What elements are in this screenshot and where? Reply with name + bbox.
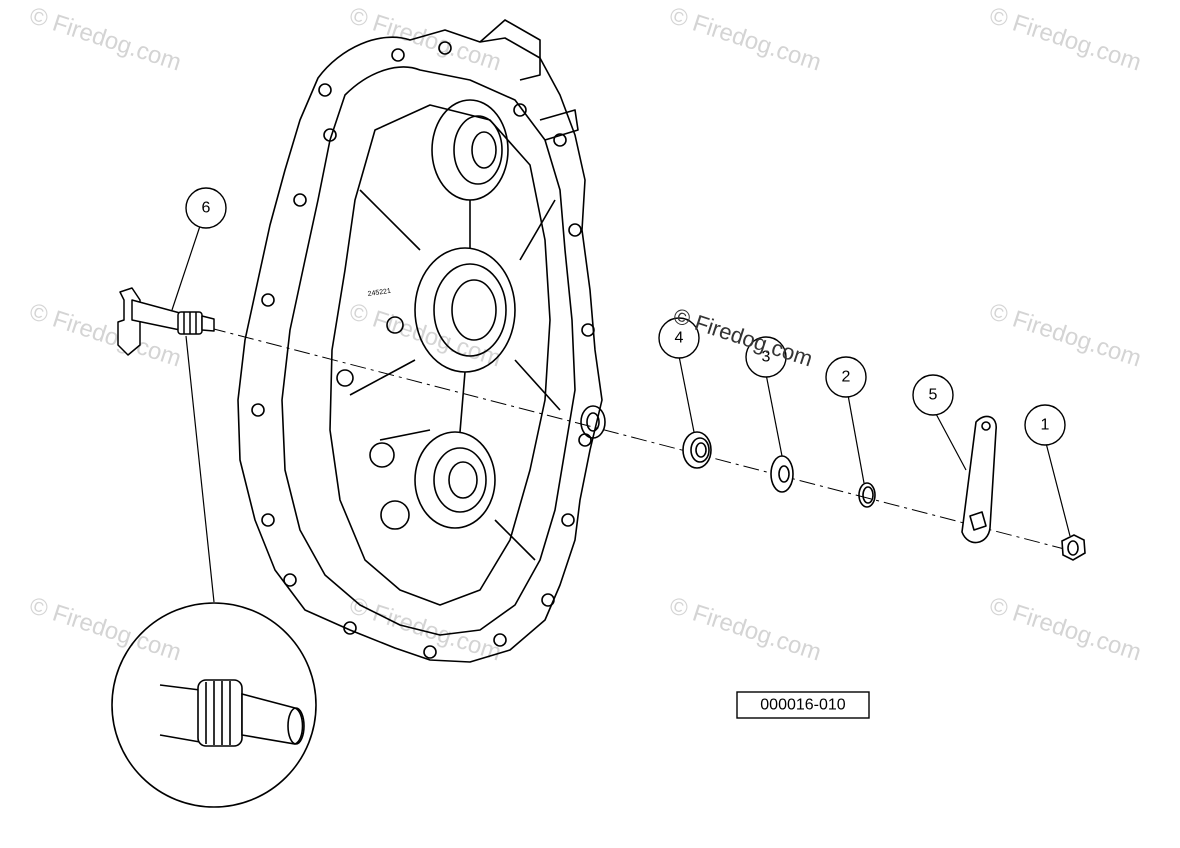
- callout-6: 6: [185, 187, 227, 229]
- callout-4: 4: [658, 317, 700, 359]
- callout-3: 3: [745, 336, 787, 378]
- watermark: © Firedog.com: [26, 592, 184, 666]
- callout-label: 3: [762, 349, 771, 366]
- watermark: © Firedog.com: [986, 592, 1144, 666]
- housing-cover: [237, 19, 606, 663]
- part-4-seal: [682, 431, 712, 469]
- callout-label: 2: [842, 369, 851, 386]
- watermark: © Firedog.com: [26, 2, 184, 76]
- part-2-ring: [858, 482, 876, 508]
- watermark: © Firedog.com: [346, 2, 504, 76]
- watermark: © Firedog.com: [986, 298, 1144, 372]
- leader-lines: [171, 225, 1071, 603]
- callout-label: 6: [202, 200, 211, 217]
- detail-view: [111, 602, 317, 808]
- callout-label: 4: [675, 330, 684, 347]
- watermark: © Firedog.com: [346, 298, 504, 372]
- shaft-centerline: [209, 327, 1081, 554]
- callout-label: 5: [929, 387, 938, 404]
- part-1-nut: [1061, 534, 1086, 561]
- part-5-lever: [961, 415, 997, 544]
- part-6-shaft: [117, 287, 215, 356]
- watermark: © Firedog.com: [666, 592, 824, 666]
- figure-id: 000016-010: [760, 697, 846, 714]
- part-3-washer: [770, 455, 794, 493]
- watermark: © Firedog.com: [986, 2, 1144, 76]
- callout-2: 2: [825, 356, 867, 398]
- callout-label: 1: [1041, 417, 1050, 434]
- figure-id-box: 000016-010: [736, 691, 870, 719]
- callout-5: 5: [912, 374, 954, 416]
- casting-number: 245221: [367, 288, 391, 298]
- watermark: © Firedog.com: [666, 2, 824, 76]
- callout-1: 1: [1024, 404, 1066, 446]
